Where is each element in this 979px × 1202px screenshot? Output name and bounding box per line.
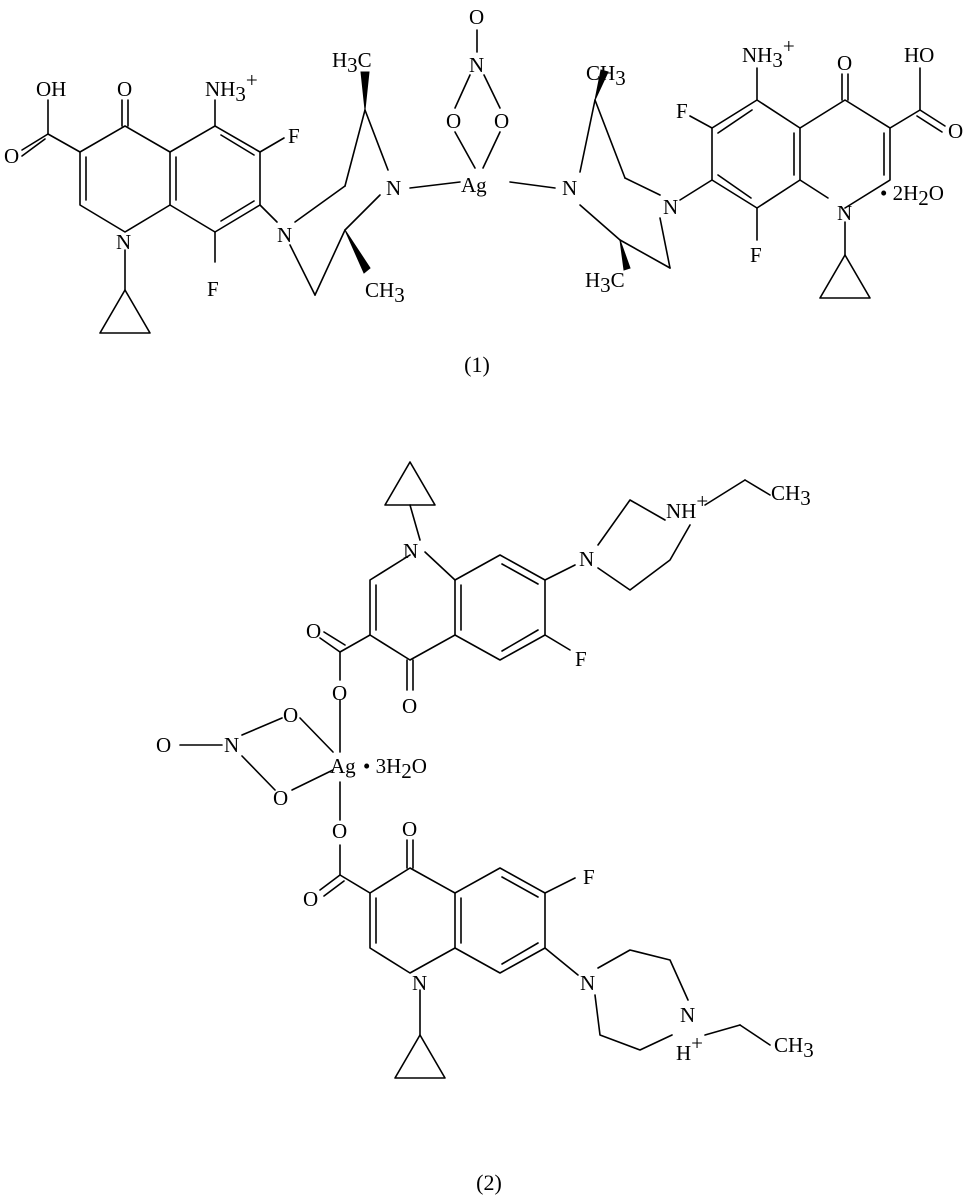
c2-o-carboxyl-top-label: O (306, 619, 321, 643)
c1-n-pip-right-a-label: N (562, 176, 577, 200)
c1-nh3-right-label: NH3+ (742, 34, 795, 72)
c1-ag-label: Ag (461, 173, 487, 197)
compound-1-right-quinolone (689, 67, 946, 299)
c2-o-carboxyl-bottom-label: O (303, 887, 318, 911)
c1-n-pip-left-b-label: N (386, 176, 401, 200)
compound-1-silver-nitrate (409, 29, 556, 189)
c2-n1-bottom-label: N (412, 971, 427, 995)
compound-1-left-piperazine (289, 71, 389, 296)
c1-nitrate-o-left-label: O (446, 109, 461, 133)
c2-nh-top-label: NH+ (666, 489, 708, 523)
c1-f-left-bottom-label: F (207, 277, 219, 301)
c1-f-left-top-label: F (288, 124, 300, 148)
c2-ch3-top-label: CH3 (771, 481, 811, 510)
c2-ch3-bottom-label: CH3 (774, 1033, 814, 1062)
compound-1-right-piperazine (579, 69, 713, 271)
c1-f-right-bottom-label: F (750, 243, 762, 267)
c2-o-link-bottom-label: O (332, 819, 347, 843)
c1-f-right-top-label: F (676, 99, 688, 123)
compound-1: OH O O NH3+ F F N N N H3C CH3 Ag O N O O… (4, 5, 963, 377)
c2-h-plus-bottom-label: H+ (676, 1031, 703, 1065)
c2-caption: (2) (476, 1170, 502, 1195)
c1-h3c-right-bottom-label: H3C (585, 268, 625, 297)
c1-h3c-top-label: H3C (332, 48, 372, 77)
compound-2-bottom-quinolone (319, 839, 771, 1079)
c1-nitrate-n-label: N (469, 53, 484, 77)
c1-n-pip-right-b-label: N (663, 195, 678, 219)
c1-ch3-right-top-label: CH3 (586, 61, 626, 90)
c2-nitrate-o-down-label: O (273, 786, 288, 810)
compound-2-silver-nitrate (179, 699, 341, 821)
c2-nitrate-n-label: N (224, 733, 239, 757)
compound-2: N N NH+ CH3 F O O O O N O O Ag • 3H2O O … (156, 461, 814, 1195)
c1-caption: (1) (464, 352, 490, 377)
c2-nitrate-o-up-label: O (283, 703, 298, 727)
c1-n1-left-label: N (116, 230, 131, 254)
c1-keto-left-label: O (117, 77, 132, 101)
c1-ch3-left-label: CH3 (365, 278, 405, 307)
c2-ag-label: Ag (330, 754, 356, 778)
compound-1-left-quinolone (21, 99, 285, 334)
compound-2-top-quinolone (319, 461, 771, 691)
c2-f-bottom-label: F (583, 865, 595, 889)
c2-keto-bottom-label: O (402, 817, 417, 841)
c2-n1-top-label: N (403, 539, 418, 563)
c2-f-top-label: F (575, 647, 587, 671)
c1-nitrate-o-top-label: O (469, 5, 484, 29)
compound-1-labels: OH O O NH3+ F F N N N H3C CH3 Ag O N O O… (4, 5, 963, 377)
c1-nh3-left-label: NH3+ (205, 68, 258, 106)
c1-keto-right-label: O (837, 51, 852, 75)
c2-n-pip-top-a-label: N (579, 547, 594, 571)
c1-n1-right-label: N (837, 201, 852, 225)
compound-2-labels: N N NH+ CH3 F O O O O N O O Ag • 3H2O O … (156, 481, 814, 1195)
c1-hydrate-label: • 2H2O (880, 181, 944, 210)
c1-n-pip-left-a-label: N (277, 223, 292, 247)
c2-nitrate-o-end-label: O (156, 733, 171, 757)
c2-n-pip-bottom-b-label: N (680, 1003, 695, 1027)
c1-carboxyl-o-right-label: O (948, 119, 963, 143)
c2-n-pip-bottom-a-label: N (580, 971, 595, 995)
c1-cooh-right-label: HO (904, 43, 934, 67)
c2-keto-top-label: O (402, 694, 417, 718)
c1-carboxyl-o-left-label: O (4, 144, 19, 168)
c1-cooh-left-label: OH (36, 77, 66, 101)
c1-nitrate-o-right-label: O (494, 109, 509, 133)
c2-o-link-top-label: O (332, 681, 347, 705)
c2-hydrate-label: • 3H2O (363, 754, 427, 783)
